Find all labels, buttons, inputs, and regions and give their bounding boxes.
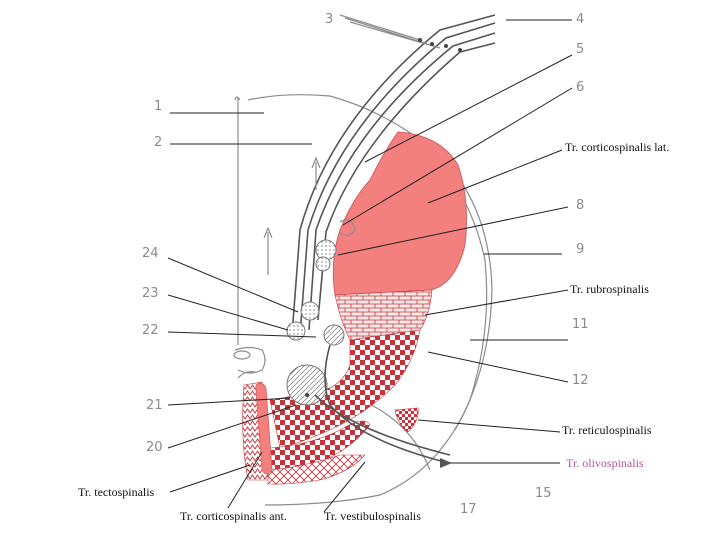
- label-12: 12: [572, 373, 589, 388]
- label-24: 24: [142, 246, 159, 261]
- label-tectospinalis: Tr. tectospinalis: [78, 485, 155, 499]
- label-8: 8: [576, 198, 584, 213]
- vestibular-fibres: [305, 344, 452, 468]
- label-6: 6: [576, 80, 584, 95]
- olivospinal-region: [394, 407, 419, 433]
- label-21: 21: [146, 398, 163, 413]
- label-17: 17: [460, 502, 477, 517]
- label-5: 5: [576, 42, 584, 57]
- label-22: 22: [142, 323, 159, 338]
- label-reticulospinalis: Tr. reticulospinalis: [562, 423, 652, 437]
- corticospinal-anterior-region: [255, 382, 273, 475]
- label-corticospinalis-ant: Tr. corticospinalis ant.: [180, 509, 287, 523]
- label-2: 2: [154, 135, 162, 150]
- nuclei: [286, 219, 356, 406]
- label-corticospinalis-lat: Tr. corticospinalis lat.: [565, 140, 669, 154]
- leader-lines: [167, 19, 573, 513]
- label-20: 20: [146, 440, 163, 455]
- label-rubrospinalis: Tr. rubrospinalis: [570, 282, 649, 296]
- label-4: 4: [576, 12, 584, 27]
- descending-fibres: [263, 14, 496, 336]
- label-11: 11: [572, 317, 589, 332]
- reticulospinal-region: [269, 329, 421, 449]
- label-9: 9: [576, 242, 584, 257]
- label-1: 1: [154, 99, 162, 114]
- label-vestibulospinalis: Tr. vestibulospinalis: [324, 509, 421, 523]
- label-3: 3: [325, 12, 333, 27]
- corticospinal-lateral-region: [332, 131, 467, 296]
- label-15: 15: [535, 486, 552, 501]
- vestibulospinal-region: [267, 454, 366, 485]
- label-olivospinalis: Tr. olivospinalis: [566, 456, 644, 470]
- label-23: 23: [142, 286, 159, 301]
